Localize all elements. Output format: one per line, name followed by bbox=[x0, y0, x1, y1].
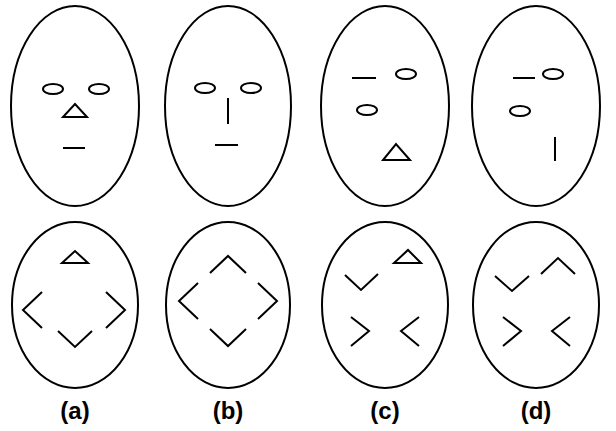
panel-label: (d) bbox=[521, 399, 552, 423]
panel-label: (a) bbox=[60, 399, 89, 423]
face-features bbox=[43, 84, 109, 148]
abstract-features bbox=[23, 251, 125, 347]
head-outline bbox=[166, 222, 290, 388]
head-outline bbox=[165, 6, 291, 206]
panel-label: (c) bbox=[370, 399, 399, 423]
head-outline bbox=[473, 222, 599, 388]
abstract-features bbox=[179, 256, 277, 346]
abstract-features bbox=[345, 250, 421, 346]
abstract-features bbox=[495, 258, 575, 346]
face-features bbox=[352, 69, 416, 160]
panel-label: (b) bbox=[213, 399, 244, 423]
head-outline bbox=[322, 222, 448, 388]
face-features bbox=[195, 83, 261, 145]
head-outline bbox=[12, 222, 138, 388]
face-features bbox=[510, 69, 563, 161]
head-outline bbox=[321, 6, 449, 206]
head-outline bbox=[472, 6, 600, 206]
head-outline bbox=[11, 6, 139, 206]
